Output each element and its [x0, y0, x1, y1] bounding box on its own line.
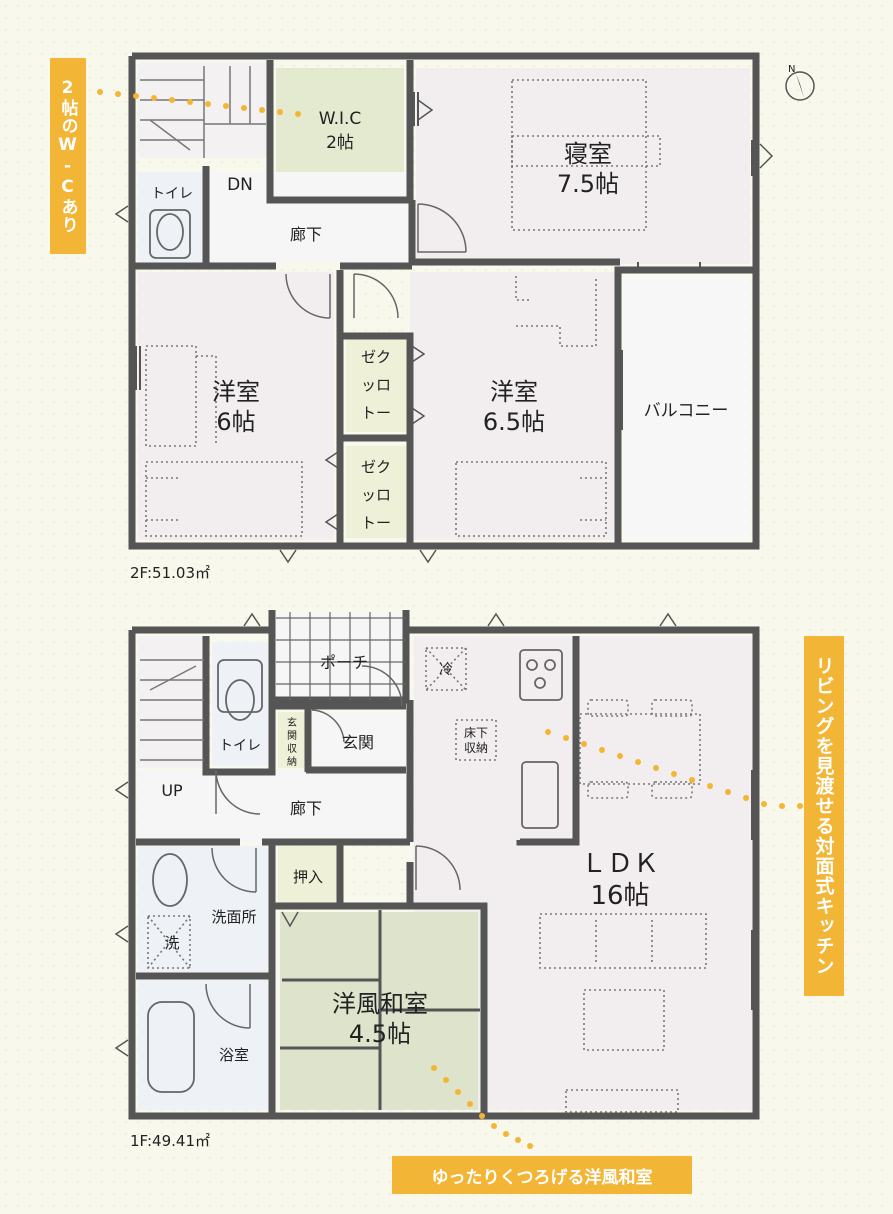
- balcony-label: バルコニー: [644, 401, 729, 421]
- closet-top-line2: ッロ: [361, 376, 391, 394]
- entrance-storage-line4: 納: [287, 755, 297, 768]
- washer-label: 洗: [164, 934, 179, 952]
- entrance-label: 玄関: [342, 733, 374, 752]
- floor-2: W.I.C 2帖 寝室 7.5帖 DN トイレ 廊下 洋室 6帖 洋室 6.5帖…: [114, 52, 774, 582]
- window-markers-1f: [114, 612, 677, 1057]
- compass-label: N: [788, 64, 795, 75]
- stairs-1f: [138, 636, 206, 768]
- bathroom-label: 浴室: [219, 1046, 249, 1064]
- porch-room: [276, 614, 410, 696]
- closet-top-line1: ゼク: [361, 348, 391, 366]
- bathroom-room: [138, 978, 268, 1110]
- room-6-2f: [138, 272, 334, 540]
- stairs-up-label: UP: [161, 781, 183, 800]
- stairs-1f-treads: [140, 659, 204, 761]
- ldk-size: 16帖: [590, 881, 649, 911]
- entrance-storage-line3: 収: [287, 743, 297, 755]
- callout-japanese-room: ゆったりくつろげる洋風和室: [392, 1156, 692, 1194]
- entrance-room: [312, 712, 406, 766]
- underfloor-storage-line2: 収納: [464, 741, 488, 755]
- compass-icon: N: [785, 64, 815, 101]
- furniture-1f: [539, 699, 707, 1113]
- room-west-size: 6帖: [216, 408, 255, 436]
- fridge-label: 冷: [439, 662, 453, 678]
- entrance-storage-line2: 関: [287, 730, 297, 742]
- room-east-size: 6.5帖: [483, 408, 545, 436]
- closet-top-line3: トー: [361, 404, 391, 422]
- fixtures-1f: [147, 649, 563, 1093]
- room-east-name: 洋室: [490, 378, 538, 406]
- porch-stones: [276, 612, 406, 700]
- japanese-room-name: 洋風和室: [332, 990, 428, 1018]
- appliances-1f: [147, 647, 497, 969]
- washroom-room: [138, 846, 268, 972]
- toilet-2f-fixture: [149, 209, 191, 259]
- windows-2f: [135, 92, 753, 430]
- oshiire-room: [278, 846, 340, 906]
- bedroom-name: 寝室: [564, 140, 612, 168]
- toilet-1f-room: [212, 642, 268, 766]
- callout-leaders: [97, 89, 803, 1149]
- toilet-2f-label: トイレ: [151, 186, 193, 202]
- underfloor-storage-line1: 床下: [464, 726, 488, 740]
- callout-wic: 2帖のW-Cあり: [50, 58, 86, 254]
- closet-bottom-line3: トー: [361, 514, 391, 532]
- room-west-name: 洋室: [212, 378, 260, 406]
- doors-1f: [205, 665, 461, 1029]
- furniture-2f: [145, 79, 661, 537]
- balcony-room: [624, 276, 750, 540]
- hallway-1f-room: [138, 770, 410, 842]
- windows-1f: [330, 770, 753, 1115]
- closet-bottom-line1: ゼク: [361, 458, 391, 476]
- floor-1: ポーチ 玄関 玄 関 収 納 トイレ UP 廊下 冷 床下 収納 ＬＤＫ 16帖…: [114, 610, 760, 1150]
- room-65-2f: [410, 272, 616, 540]
- ldk-name: ＬＤＫ: [581, 849, 659, 879]
- tatami-lines: [280, 910, 480, 1110]
- oshiire-label: 押入: [293, 868, 323, 886]
- closet-bottom-room: [346, 446, 406, 538]
- floor1-area: 1F:49.41㎡: [130, 1132, 210, 1150]
- callout-kitchen: リビングを見渡せる対面式キッチン: [804, 636, 844, 996]
- japanese-room-size: 4.5帖: [349, 1020, 411, 1048]
- toilet-1f-label: トイレ: [219, 738, 261, 754]
- stairs-dn-label: DN: [227, 175, 253, 195]
- entrance-storage-room: [278, 712, 306, 768]
- closet-bottom-line2: ッロ: [361, 486, 391, 504]
- floor2-area: 2F:51.03㎡: [130, 564, 210, 582]
- porch-label: ポーチ: [320, 653, 368, 672]
- closet-top-room: [346, 336, 406, 432]
- window-markers-2f: [114, 99, 774, 564]
- hallway-2f-room: [208, 172, 412, 262]
- wic-size: 2帖: [326, 133, 354, 153]
- hallway-1f-label: 廊下: [290, 799, 322, 818]
- entrance-storage-line1: 玄: [287, 716, 297, 729]
- bedroom-size: 7.5帖: [557, 170, 619, 198]
- hallway-2f-label: 廊下: [290, 225, 322, 244]
- stairs-2f: [138, 62, 266, 158]
- washroom-label: 洗面所: [211, 908, 256, 926]
- doors-2f: [285, 203, 467, 319]
- wic-name: W.I.C: [319, 109, 362, 129]
